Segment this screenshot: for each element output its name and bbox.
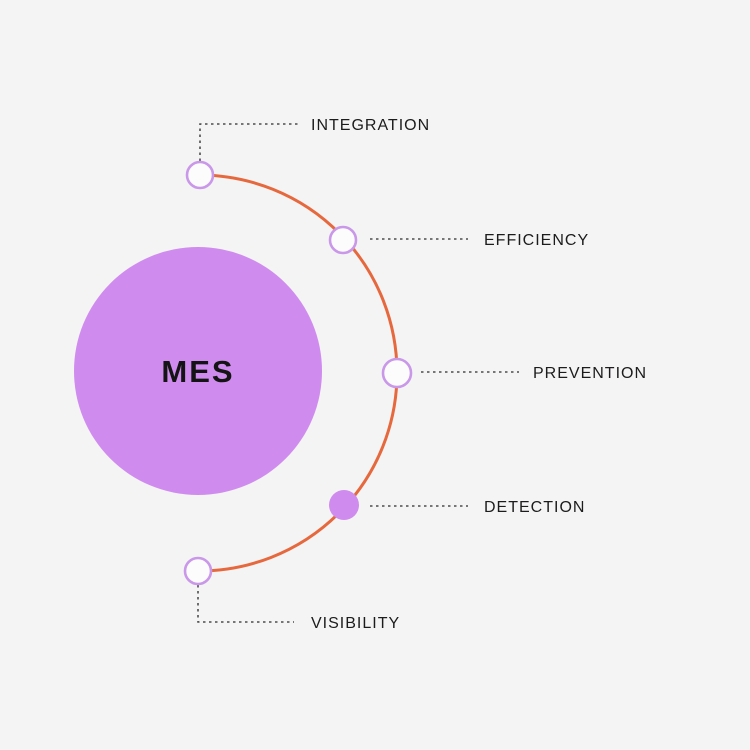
connector-visibility-line	[197, 585, 294, 623]
node-visibility	[183, 556, 213, 586]
label-prevention: PREVENTION	[533, 365, 647, 382]
node-integration	[185, 160, 215, 190]
label-integration: INTEGRATION	[311, 117, 430, 134]
label-detection: DETECTION	[484, 499, 585, 516]
node-prevention	[381, 357, 413, 389]
mes-circle	[74, 247, 322, 495]
node-detection	[329, 490, 359, 520]
label-visibility: VISIBILITY	[311, 615, 400, 632]
node-efficiency	[328, 225, 358, 255]
connector-integration-line	[199, 123, 298, 161]
mes-label: MES	[161, 354, 234, 389]
label-efficiency: EFFICIENCY	[484, 232, 589, 249]
